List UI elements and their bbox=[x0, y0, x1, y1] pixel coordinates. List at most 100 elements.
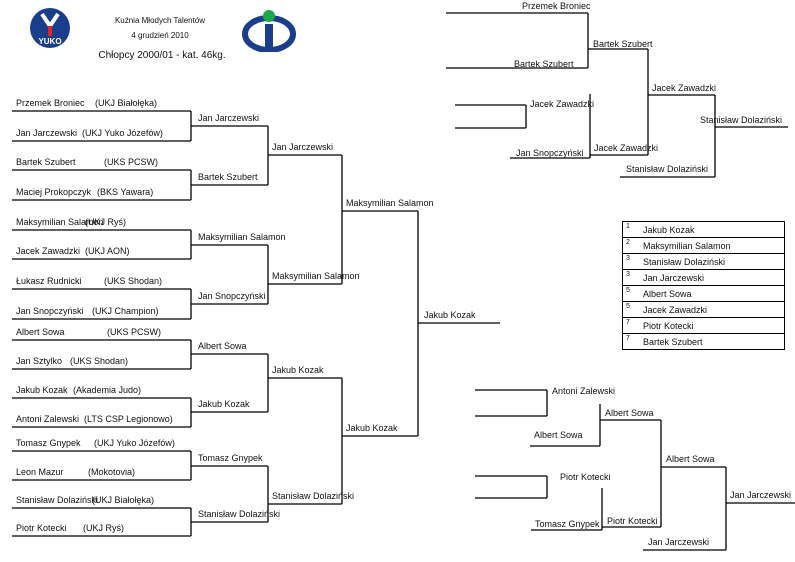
competitor-name: Stanisław Dolaziński bbox=[16, 495, 99, 505]
repechage-r2: Piotr Kotecki bbox=[607, 516, 658, 526]
round2-winner: Stanisław Dolaziński bbox=[198, 509, 281, 519]
repechage-name: Jan Snopczyński bbox=[516, 148, 584, 158]
competitor-club: (UKJ Yuko Józefów) bbox=[94, 438, 175, 448]
competitor-name: Tomasz Gnypek bbox=[16, 438, 81, 448]
result-name: Jakub Kozak bbox=[643, 224, 695, 235]
competitor-club: (UKJ Ryś) bbox=[85, 217, 126, 227]
competitor-name: Jacek Zawadzki bbox=[16, 246, 81, 256]
result-cell: 7 Bartek Szubert bbox=[622, 333, 785, 350]
result-row: 5 Albert Sowa bbox=[622, 285, 785, 302]
competitor-name: Antoni Zalewski bbox=[16, 414, 80, 424]
round2-winner: Albert Sowa bbox=[198, 341, 247, 351]
competitor-name: Leon Mazur bbox=[16, 467, 64, 477]
competitor-club: (UKJ Yuko Józefów) bbox=[82, 128, 163, 138]
round3-winner: Jan Jarczewski bbox=[272, 142, 334, 152]
repechage-r3: Albert Sowa bbox=[666, 454, 715, 464]
repechage-name: Albert Sowa bbox=[534, 430, 583, 440]
round2-winner: Jakub Kozak bbox=[198, 399, 250, 409]
result-cell: 2 Maksymilian Salamon bbox=[622, 237, 785, 254]
competitor-club: (LTS CSP Legionowo) bbox=[84, 414, 173, 424]
competitor-club: (UKJ Białołęka) bbox=[92, 495, 155, 505]
round4-winner: Jakub Kozak bbox=[346, 423, 398, 433]
repechage-r3: Jan Jarczewski bbox=[648, 537, 710, 547]
round2-winner: Jan Snopczyński bbox=[198, 291, 266, 301]
repechage-name: Tomasz Gnypek bbox=[535, 519, 600, 529]
result-row: 7 Bartek Szubert bbox=[622, 333, 785, 350]
round3-winner: Maksymilian Salamon bbox=[272, 271, 360, 281]
competitor-name: Łukasz Rudnicki bbox=[16, 276, 82, 286]
repechage-name: Bartek Szubert bbox=[514, 59, 574, 69]
competitor-name: Maciej Prokopczyk bbox=[16, 187, 92, 197]
competitor-name: Bartek Szubert bbox=[16, 157, 76, 167]
event-date: 4 grudzień 2010 bbox=[131, 31, 189, 40]
result-place: 2 bbox=[626, 239, 630, 246]
round2-winner: Bartek Szubert bbox=[198, 172, 258, 182]
competitor-name: Jakub Kozak bbox=[16, 385, 68, 395]
competitor-club: (UKJ Ryś) bbox=[83, 523, 124, 533]
competitor-name: Piotr Kotecki bbox=[16, 523, 67, 533]
result-name: Jan Jarczewski bbox=[643, 272, 705, 283]
result-place: 5 bbox=[626, 287, 630, 294]
result-cell: 1 Jakub Kozak bbox=[622, 221, 785, 238]
result-place: 7 bbox=[626, 319, 630, 326]
result-row: 2 Maksymilian Salamon bbox=[622, 237, 785, 254]
competitor-name: Jan Sztylko bbox=[16, 356, 63, 366]
result-cell: 5 Jacek Zawadzki bbox=[622, 301, 785, 318]
result-place: 3 bbox=[626, 255, 630, 262]
result-place: 5 bbox=[626, 303, 630, 310]
repechage-r3: Stanisław Dolaziński bbox=[626, 164, 709, 174]
result-row: 7 Piotr Kotecki bbox=[622, 317, 785, 334]
result-name: Jacek Zawadzki bbox=[643, 304, 708, 315]
results-table: 1 Jakub Kozak 2 Maksymilian Salamon 3 Stanisł… bbox=[622, 221, 785, 350]
competitor-club: (UKS Shodan) bbox=[104, 276, 163, 286]
organizer-logo bbox=[242, 10, 296, 52]
result-row: 5 Jacek Zawadzki bbox=[622, 301, 785, 318]
competitor-club: (UKS Shodan) bbox=[70, 356, 129, 366]
result-cell: 3 Stanisław Dolaziński bbox=[622, 253, 785, 270]
round2-winner: Maksymilian Salamon bbox=[198, 232, 286, 242]
competitor-club: (UKJ AON) bbox=[85, 246, 130, 256]
result-name: Maksymilian Salamon bbox=[643, 240, 731, 251]
event-title: Kuźnia Młodych Talentów bbox=[114, 16, 206, 25]
competitor-name: Jan Snopczyński bbox=[16, 306, 84, 316]
repechage-name: Piotr Kotecki bbox=[560, 472, 611, 482]
result-name: Stanisław Dolaziński bbox=[643, 256, 726, 267]
repechage-winner: Stanisław Dolaziński bbox=[700, 115, 783, 125]
repechage-name: Przemek Broniec bbox=[522, 1, 591, 11]
result-name: Piotr Kotecki bbox=[643, 320, 694, 331]
result-row: 3 Stanisław Dolaziński bbox=[622, 253, 785, 270]
result-row: 1 Jakub Kozak bbox=[622, 221, 785, 238]
competitor-club: (Akademia Judo) bbox=[73, 385, 142, 395]
competitor-name: Przemek Broniec bbox=[16, 98, 85, 108]
competitor-club: (UKJ Champion) bbox=[92, 306, 159, 316]
round4-winner: Maksymilian Salamon bbox=[346, 198, 434, 208]
repechage-winner: Jan Jarczewski bbox=[730, 490, 792, 500]
repechage-r2: Jacek Zawadzki bbox=[594, 143, 659, 153]
result-name: Albert Sowa bbox=[643, 288, 692, 299]
result-place: 7 bbox=[626, 335, 630, 342]
round3-winner: Jakub Kozak bbox=[272, 365, 324, 375]
result-name: Bartek Szubert bbox=[643, 336, 703, 347]
competitor-club: (UKS PCSW) bbox=[107, 327, 161, 337]
repechage-name: Antoni Zalewski bbox=[552, 386, 616, 396]
yuko-logo: YUKO bbox=[30, 8, 70, 48]
competitor-club: (BKS Yawara) bbox=[97, 187, 154, 197]
competitor-club: (Mokotovia) bbox=[88, 467, 136, 477]
repechage-r2: Bartek Szubert bbox=[593, 39, 653, 49]
competitor-club: (UKS PCSW) bbox=[104, 157, 158, 167]
category-title: Chłopcy 2000/01 - kat. 46kg. bbox=[98, 50, 226, 61]
tournament-winner: Jakub Kozak bbox=[424, 310, 476, 320]
result-cell: 5 Albert Sowa bbox=[622, 285, 785, 302]
result-cell: 7 Piotr Kotecki bbox=[622, 317, 785, 334]
competitor-club: (UKJ Białołęka) bbox=[95, 98, 158, 108]
competitor-name: Maksymilian Salamon bbox=[16, 217, 104, 227]
repechage-r3: Jacek Zawadzki bbox=[652, 83, 717, 93]
repechage-r2: Albert Sowa bbox=[605, 408, 654, 418]
result-place: 1 bbox=[626, 223, 630, 230]
competitor-name: Albert Sowa bbox=[16, 327, 65, 337]
yuko-logo-text: YUKO bbox=[38, 37, 61, 46]
round3-winner: Stanisław Dolaziński bbox=[272, 491, 355, 501]
